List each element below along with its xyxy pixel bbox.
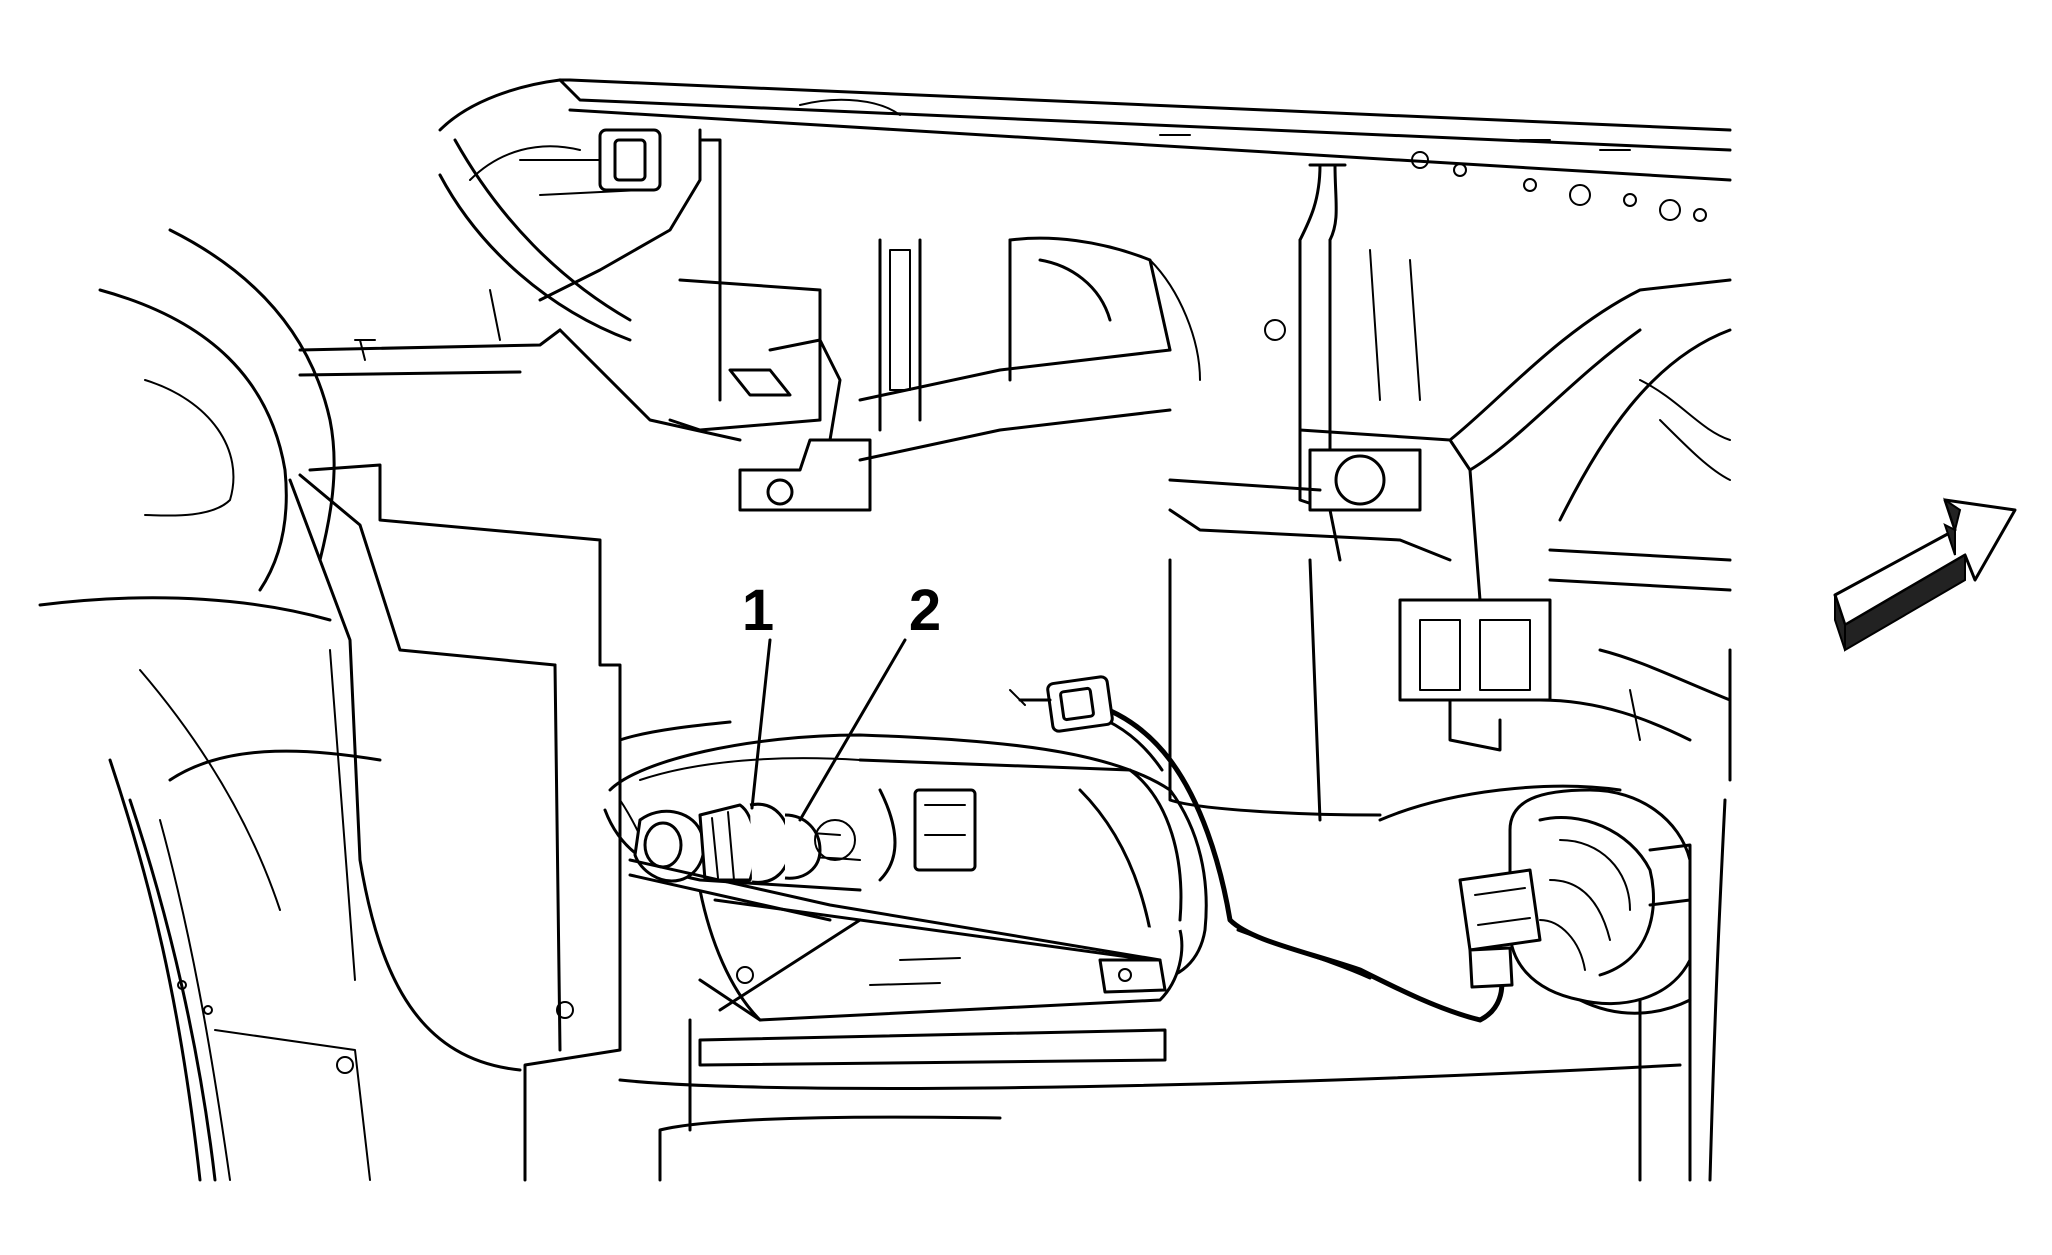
callout-leaders [750,638,907,822]
callout-2-label: 2 [909,578,941,643]
callout-2-leader [798,638,907,822]
fog-lamp-housing [603,733,1208,1067]
lower-fascia [288,463,1732,1182]
wiring-harness [1009,675,1505,1023]
lower-crossmember [1168,508,1732,822]
left-fender [38,228,382,1182]
fog-lamp-bulb-socket [628,802,1162,962]
callout-1-label: 1 [742,578,774,643]
vehicle-front-arrow-icon [1833,497,2017,652]
radiator-support [298,78,1732,602]
callout-1-leader [750,638,772,810]
right-fog-lamp [1458,788,1692,1015]
